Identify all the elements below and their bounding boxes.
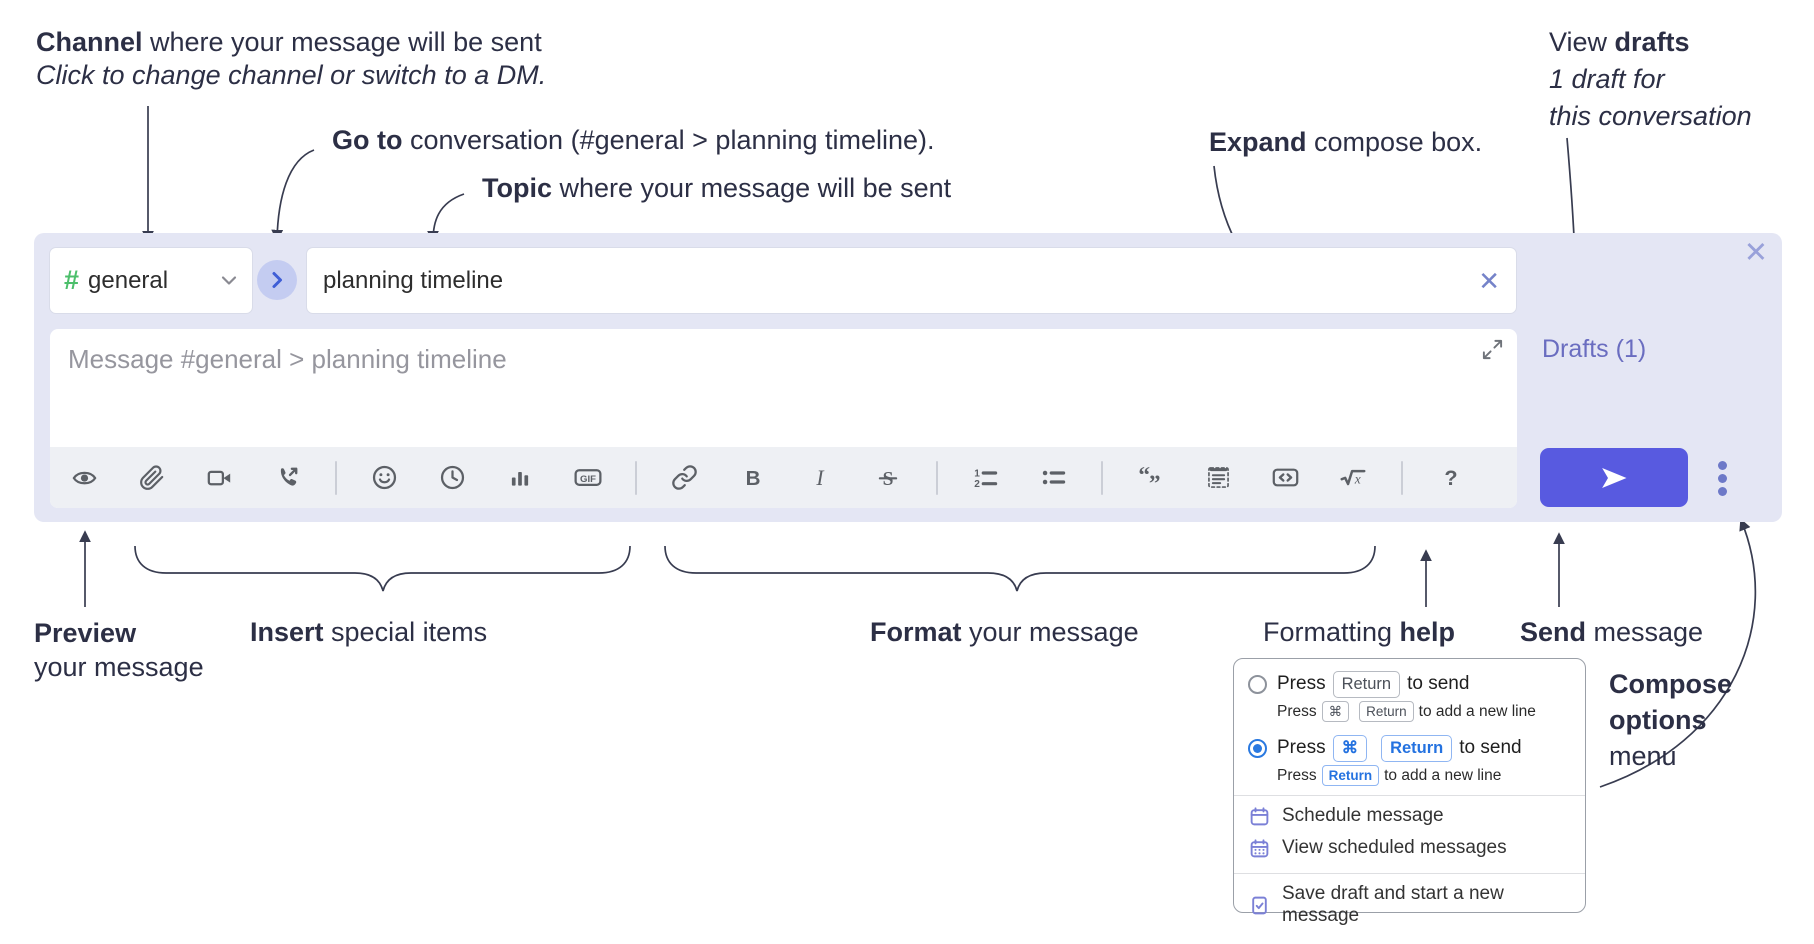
radio-unselected-icon[interactable] — [1248, 675, 1267, 694]
menu-item-label: Schedule message — [1282, 805, 1444, 826]
menu-divider — [1234, 873, 1585, 874]
link-icon[interactable] — [665, 456, 705, 500]
channel-annotation: Channel where your message will be sent … — [36, 27, 547, 90]
expand-annotation: Expand compose box. — [1209, 127, 1483, 157]
gif-icon[interactable]: GIF — [568, 456, 608, 500]
radio-selected-icon[interactable] — [1248, 739, 1267, 758]
chevron-right-icon — [272, 272, 282, 288]
topic-input[interactable]: planning timeline ✕ — [306, 247, 1517, 314]
svg-text:x: x — [1354, 472, 1361, 487]
cmd-key: ⌘ — [1332, 735, 1368, 762]
return-key: Return — [1332, 671, 1401, 698]
video-camera-icon[interactable] — [199, 456, 239, 500]
calendar-grid-icon — [1249, 838, 1270, 859]
math-icon[interactable]: x — [1333, 456, 1373, 500]
svg-text:?: ? — [1444, 465, 1457, 490]
formatting-help-annotation: Formatting help — [1263, 617, 1456, 647]
drafts-link[interactable]: Drafts (1) — [1542, 335, 1647, 363]
message-input[interactable]: Message #general > planning timeline GIF… — [50, 329, 1517, 508]
cmd-key: ⌘ — [1321, 701, 1350, 722]
eye-icon[interactable] — [64, 456, 104, 500]
format-annotation: Format your message — [870, 617, 1139, 647]
bar-chart-icon[interactable] — [500, 456, 540, 500]
phone-call-icon[interactable] — [267, 456, 307, 500]
channel-selector[interactable]: # general — [49, 247, 253, 314]
send-button[interactable] — [1540, 448, 1688, 507]
svg-text:GIF: GIF — [580, 474, 596, 485]
return-key: Return — [1321, 765, 1380, 786]
strikethrough-icon[interactable]: S — [868, 456, 908, 500]
question-mark-icon[interactable]: ? — [1431, 456, 1471, 500]
toolbar-divider — [1100, 460, 1103, 495]
menu-item-save-draft-and-start-a-new-message[interactable]: Save draft and start a new message — [1234, 878, 1585, 932]
topic-annotation: Topic where your message will be sent — [482, 173, 952, 203]
go-to-annotation: Go to conversation (#general > planning … — [332, 125, 935, 155]
svg-text:“: “ — [1139, 464, 1151, 489]
toolbar-divider — [1401, 460, 1404, 495]
return-key: Return — [1381, 735, 1453, 762]
svg-text:2: 2 — [974, 479, 980, 490]
paper-plane-icon — [1602, 467, 1627, 488]
topic-value: planning timeline — [323, 266, 504, 294]
channel-hash-icon: # — [64, 265, 80, 295]
toolbar-divider — [635, 460, 638, 495]
bulleted-list-icon[interactable] — [1033, 456, 1073, 500]
menu-divider — [1234, 795, 1585, 796]
preview-annotation: Preview your message — [34, 618, 204, 682]
send-annotation: Send message — [1520, 617, 1704, 647]
save-draft-icon — [1249, 895, 1270, 916]
spoiler-icon[interactable] — [1198, 456, 1238, 500]
go-to-conversation-button[interactable] — [257, 260, 297, 300]
clock-icon[interactable] — [432, 456, 472, 500]
quote-icon[interactable]: “” — [1130, 456, 1170, 500]
menu-item-label: Save draft and start a new message — [1282, 883, 1504, 926]
svg-text:S: S — [883, 469, 894, 490]
view-drafts-annotation: View drafts 1 draft for this conversatio… — [1549, 27, 1752, 131]
code-icon[interactable] — [1266, 456, 1306, 500]
toolbar-divider — [334, 460, 337, 495]
menu-item-schedule-message[interactable]: Schedule message — [1234, 800, 1585, 832]
compose-options-annotation: Compose options menu — [1609, 669, 1733, 771]
draft-items-section: Save draft and start a new message — [1234, 878, 1585, 932]
toolbar-divider — [935, 460, 938, 495]
calendar-icon — [1249, 806, 1270, 827]
svg-text:B: B — [745, 467, 760, 490]
paperclip-icon[interactable] — [132, 456, 172, 500]
return-key: Return — [1359, 701, 1414, 722]
svg-text:I: I — [816, 466, 826, 490]
compose-box: # general planning timeline ✕ ✕ Message … — [34, 233, 1782, 522]
menu-item-label: View scheduled messages — [1282, 837, 1507, 858]
bold-icon[interactable]: B — [733, 456, 773, 500]
channel-name: general — [88, 266, 169, 294]
message-placeholder: Message #general > planning timeline — [68, 344, 507, 374]
insert-annotation: Insert special items — [250, 617, 488, 647]
clear-topic-icon[interactable]: ✕ — [1478, 265, 1500, 296]
menu-item-view-scheduled-messages[interactable]: View scheduled messages — [1234, 832, 1585, 864]
compose-options-menu-icon[interactable] — [1718, 461, 1727, 496]
svg-text:1: 1 — [974, 468, 980, 479]
smiley-icon[interactable] — [364, 456, 404, 500]
italic-icon[interactable]: I — [800, 456, 840, 500]
close-compose-icon[interactable]: ✕ — [1743, 237, 1768, 269]
svg-text:”: ” — [1149, 470, 1161, 491]
expand-compose-icon[interactable] — [1481, 338, 1504, 361]
chevron-down-icon — [220, 275, 238, 287]
